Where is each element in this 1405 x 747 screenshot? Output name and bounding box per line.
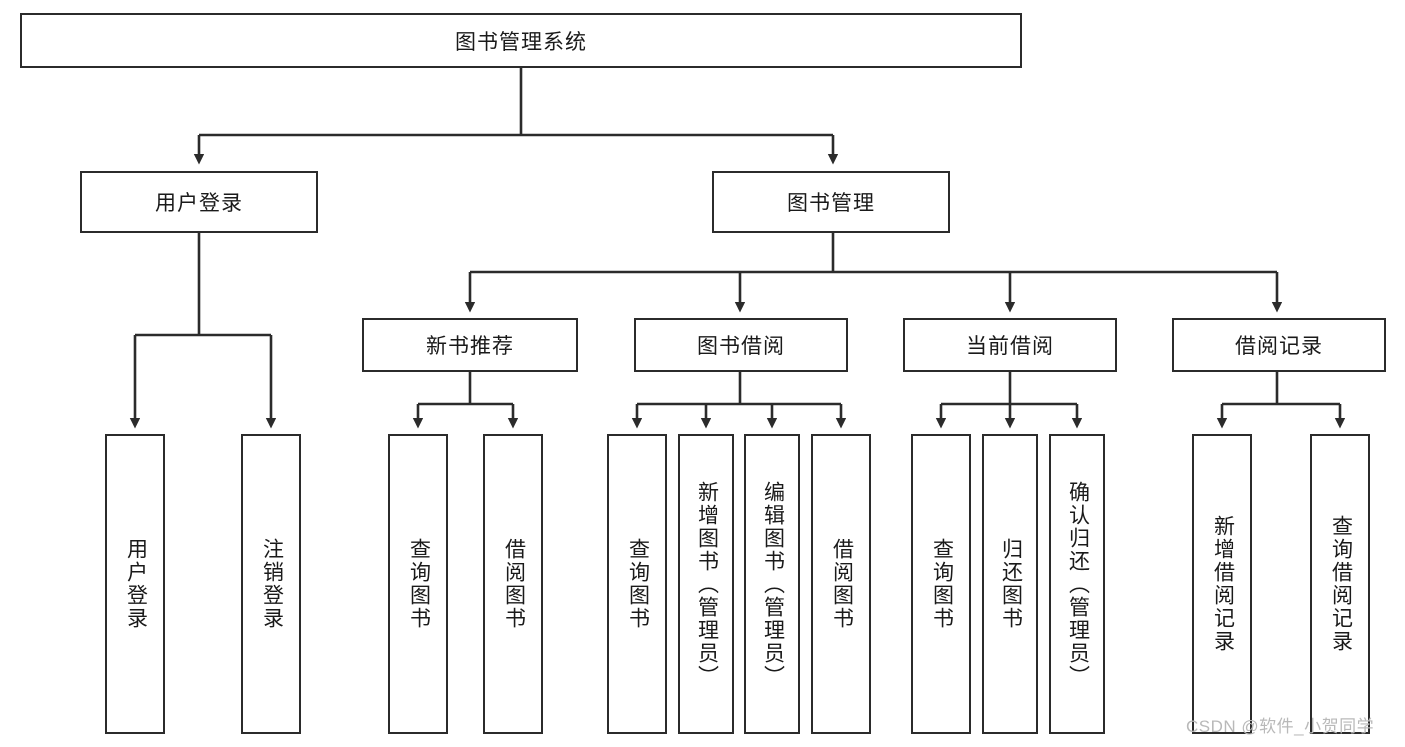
- leaf-return-book-label: 归还图书: [999, 538, 1023, 630]
- node-current-borrow-label: 当前借阅: [966, 335, 1054, 358]
- leaf-query-borrow-record[interactable]: 查询借阅记录: [1310, 434, 1370, 734]
- watermark-text: CSDN @软件_小贺同学: [1186, 717, 1375, 736]
- leaf-add-borrow-record[interactable]: 新增借阅记录: [1192, 434, 1252, 734]
- node-user-login-label: 用户登录: [155, 192, 243, 215]
- leaf-logout-label: 注销登录: [260, 538, 284, 630]
- leaf-user-login[interactable]: 用户登录: [105, 434, 165, 734]
- leaf-borrow-book-recommend-label: 借阅图书: [502, 538, 526, 630]
- node-book-management[interactable]: 图书管理: [712, 171, 950, 233]
- leaf-borrow-book-recommend[interactable]: 借阅图书: [483, 434, 543, 734]
- leaf-add-book-admin[interactable]: 新增图书（管理员）: [678, 434, 734, 734]
- node-root-label: 图书管理系统: [455, 30, 587, 54]
- node-new-book-recommend[interactable]: 新书推荐: [362, 318, 578, 372]
- leaf-query-borrow-record-label: 查询借阅记录: [1329, 515, 1353, 653]
- node-book-borrow-label: 图书借阅: [697, 335, 785, 358]
- leaf-query-book-recommend[interactable]: 查询图书: [388, 434, 448, 734]
- node-root[interactable]: 图书管理系统: [20, 13, 1022, 68]
- leaf-return-book[interactable]: 归还图书: [982, 434, 1038, 734]
- leaf-logout[interactable]: 注销登录: [241, 434, 301, 734]
- node-borrow-record[interactable]: 借阅记录: [1172, 318, 1386, 372]
- leaf-query-book-borrow[interactable]: 查询图书: [607, 434, 667, 734]
- leaf-edit-book-admin[interactable]: 编辑图书（管理员）: [744, 434, 800, 734]
- leaf-query-book-current[interactable]: 查询图书: [911, 434, 971, 734]
- leaf-user-login-label: 用户登录: [124, 538, 148, 630]
- node-borrow-record-label: 借阅记录: [1235, 335, 1323, 358]
- leaf-borrow-book[interactable]: 借阅图书: [811, 434, 871, 734]
- leaf-add-book-admin-label: 新增图书（管理员）: [695, 480, 719, 688]
- leaf-edit-book-admin-label: 编辑图书（管理员）: [761, 480, 785, 688]
- leaf-query-book-borrow-label: 查询图书: [626, 538, 650, 630]
- node-current-borrow[interactable]: 当前借阅: [903, 318, 1117, 372]
- node-new-book-recommend-label: 新书推荐: [426, 335, 514, 358]
- leaf-query-book-current-label: 查询图书: [930, 538, 954, 630]
- leaf-confirm-return-admin[interactable]: 确认归还（管理员）: [1049, 434, 1105, 734]
- leaf-query-book-recommend-label: 查询图书: [407, 538, 431, 630]
- leaf-borrow-book-label: 借阅图书: [830, 538, 854, 630]
- leaf-confirm-return-admin-label: 确认归还（管理员）: [1066, 480, 1090, 688]
- node-book-management-label: 图书管理: [787, 192, 875, 215]
- node-user-login[interactable]: 用户登录: [80, 171, 318, 233]
- leaf-add-borrow-record-label: 新增借阅记录: [1211, 515, 1235, 653]
- node-book-borrow[interactable]: 图书借阅: [634, 318, 848, 372]
